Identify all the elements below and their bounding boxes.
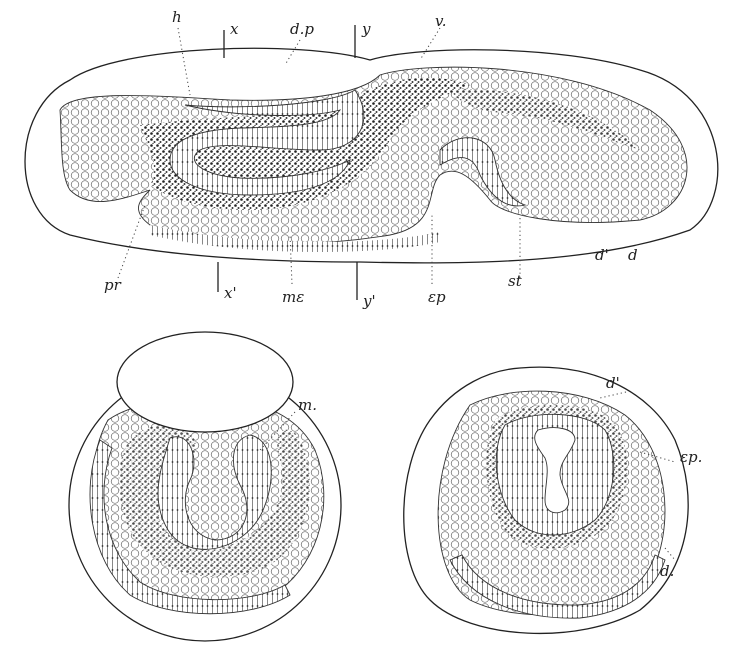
label-st: st [508,272,523,290]
label-me: mε [282,288,304,306]
label-d-prime-2: d' [606,374,620,392]
cross-section-right [404,367,688,633]
label-y: y [361,20,371,38]
label-x: x [230,20,239,38]
label-d2: d. [660,562,674,580]
label-m: m. [298,396,317,414]
label-ep2: εp. [680,448,702,466]
label-x-prime: x' [224,284,237,302]
cross-section-left [69,332,341,641]
label-y-prime: y' [362,292,376,310]
left-amnion-cavity [117,332,293,432]
label-dp: d.p [290,20,314,38]
label-ep: εp [428,288,446,306]
label-v: v. [435,12,446,30]
label-d-prime: d' [595,246,609,264]
label-d: d [628,246,638,264]
label-pr: pr [104,276,122,294]
label-h: h [172,8,182,26]
longitudinal-section [25,25,718,300]
